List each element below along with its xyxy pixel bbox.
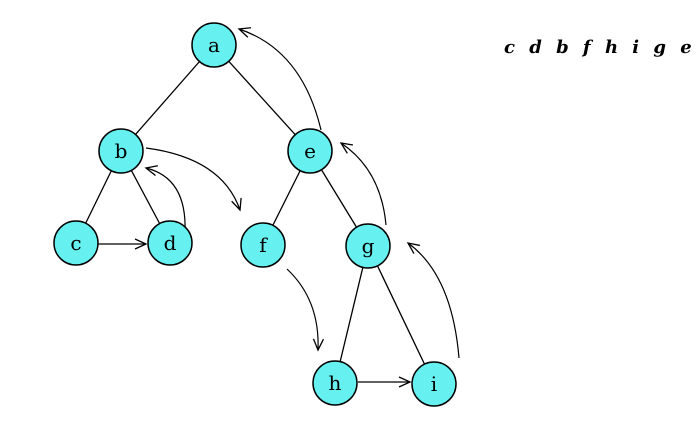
node-e: e xyxy=(287,128,333,174)
node-b-circle xyxy=(98,128,144,174)
edge-a-e xyxy=(213,44,311,152)
arrow-d-b xyxy=(144,165,186,233)
node-g: g xyxy=(345,223,391,269)
node-g-label: g xyxy=(362,234,375,258)
tree-edges xyxy=(75,44,435,385)
edge-a-b xyxy=(120,44,215,152)
node-c-circle xyxy=(53,220,99,266)
node-c-label: c xyxy=(70,231,81,255)
tree-nodes: a b c d e f g h i xyxy=(53,22,457,407)
traversal-arrows xyxy=(98,27,460,388)
node-h-label: h xyxy=(329,371,342,395)
node-h-circle xyxy=(312,360,358,406)
node-d-label: d xyxy=(164,231,177,255)
arrow-g-e xyxy=(339,142,387,226)
arrow-b-f xyxy=(145,147,242,212)
node-i-circle xyxy=(411,361,457,407)
arrow-e-a xyxy=(237,27,322,131)
node-h: h xyxy=(312,360,358,406)
arrow-f-h xyxy=(286,268,325,352)
node-b: b xyxy=(98,128,144,174)
node-g-circle xyxy=(345,223,391,269)
node-f: f xyxy=(240,222,286,268)
node-a-label: a xyxy=(208,33,220,57)
node-c: c xyxy=(53,220,99,266)
arrow-i-g xyxy=(406,242,460,359)
node-b-label: b xyxy=(115,139,128,163)
node-a-circle xyxy=(191,22,237,68)
node-d-circle xyxy=(147,220,193,266)
node-i-label: i xyxy=(431,372,437,396)
edge-g-i xyxy=(367,245,435,385)
node-d: d xyxy=(147,220,193,266)
node-e-circle xyxy=(287,128,333,174)
node-a: a xyxy=(191,22,237,68)
node-f-label: f xyxy=(259,233,268,257)
node-i: i xyxy=(411,361,457,407)
traversal-sequence: c d b f h i g e a xyxy=(504,37,700,58)
edge-g-h xyxy=(334,245,369,384)
node-e-label: e xyxy=(304,139,316,163)
node-f-circle xyxy=(240,222,286,268)
